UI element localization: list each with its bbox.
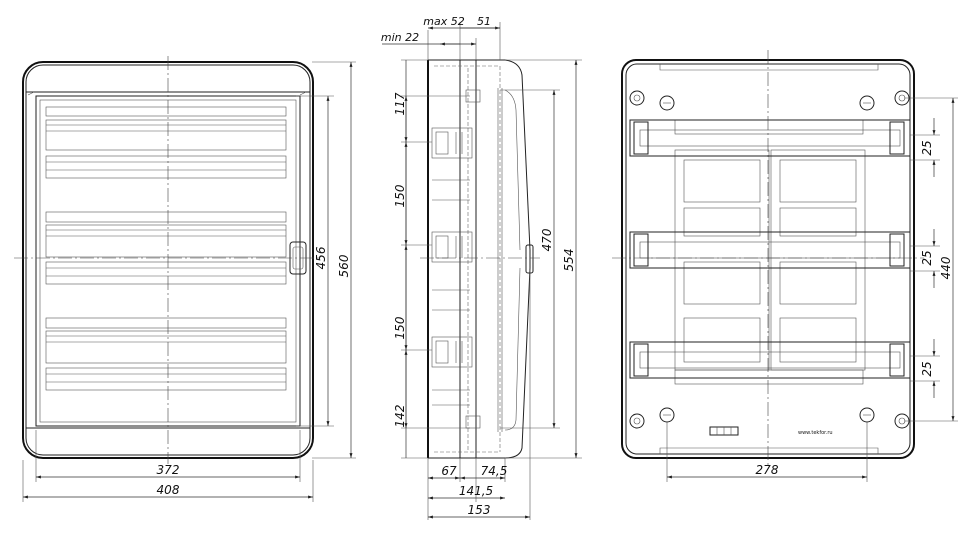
dim-width-278: 278 [756, 463, 779, 477]
dim-w74: 74,5 [481, 464, 508, 478]
dim-min-depth: min 22 [381, 31, 419, 44]
dim-height-inner: 456 [314, 246, 328, 269]
dim-rail-gap-1: 25 [920, 140, 934, 155]
dim-width-inner: 372 [157, 463, 180, 477]
dim-height-440: 440 [939, 256, 953, 279]
dim-v142: 142 [393, 405, 407, 428]
front-rail-block-1 [45, 106, 287, 179]
side-latch [525, 244, 534, 274]
back-din-rail-2 [629, 231, 911, 269]
side-din-rail-1 [431, 127, 473, 159]
dim-depth-51: 51 [477, 15, 491, 28]
front-view: 456 560 372 408 [14, 56, 356, 502]
back-din-rail-1 [629, 119, 911, 157]
dim-v150-upper: 150 [393, 184, 407, 207]
front-rail-block-3 [45, 317, 287, 391]
dim-v150-lower: 150 [393, 316, 407, 339]
dim-h470: 470 [540, 228, 554, 251]
dim-width-outer: 408 [157, 483, 180, 497]
back-din-rail-3 [629, 341, 911, 379]
front-rail-block-2 [45, 211, 287, 285]
dim-max-depth: max 52 [423, 15, 464, 28]
dim-v117: 117 [393, 92, 407, 115]
dim-h554: 554 [562, 249, 576, 272]
side-view: max 52 51 min 22 117 150 150 142 470 554… [381, 15, 582, 520]
dim-w141: 141,5 [459, 484, 493, 498]
dim-rail-gap-2: 25 [920, 250, 934, 265]
side-din-rail-3 [431, 336, 473, 368]
side-din-rail-2 [431, 231, 473, 263]
back-mounting-holes [629, 90, 910, 429]
dim-height-outer: 560 [337, 254, 351, 277]
dim-w67: 67 [441, 464, 457, 478]
dim-w153: 153 [468, 503, 491, 517]
back-url-marking: www.tekfor.ru [798, 430, 833, 436]
dim-rail-gap-3: 25 [920, 361, 934, 376]
back-view: www.tekfor.ru 25 25 25 440 278 [612, 50, 958, 482]
